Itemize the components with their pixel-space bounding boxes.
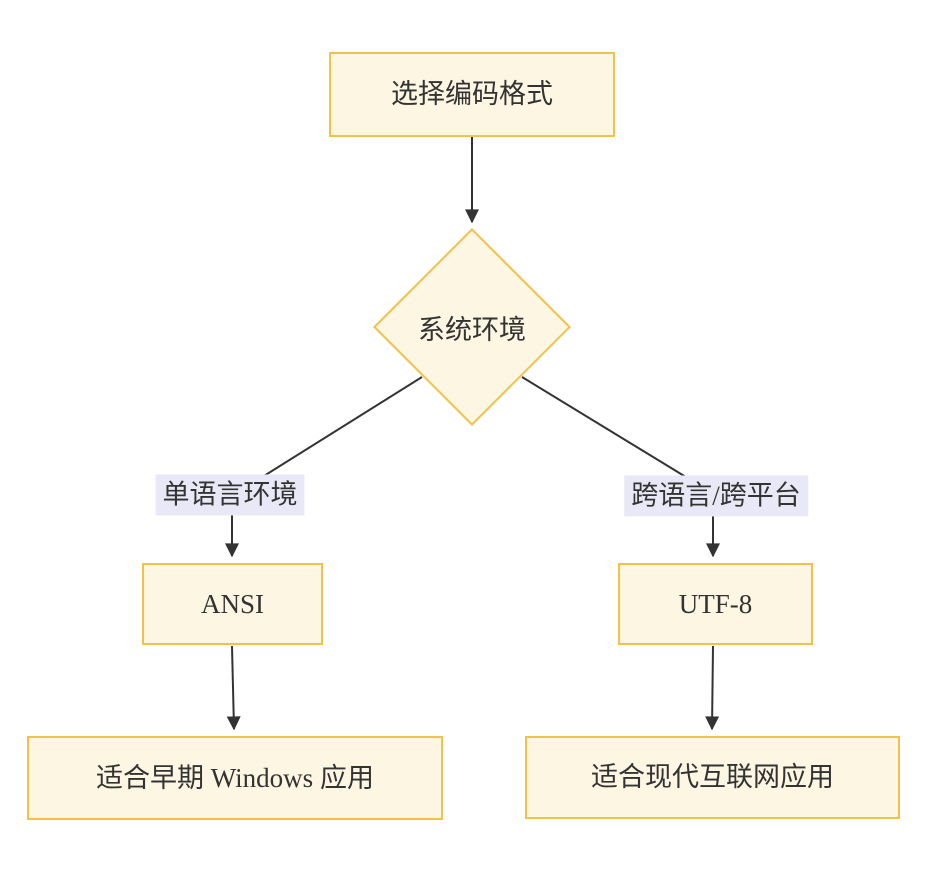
edge-decision-to-ansi [225, 376, 423, 558]
node-utf8-label: UTF-8 [678, 588, 753, 619]
node-utf8-result: 适合现代互联网应用 [525, 736, 900, 819]
node-ansi-result-label: 适合早期 Windows 应用 [96, 762, 374, 793]
node-start-label: 选择编码格式 [391, 79, 553, 110]
edge-label-left: 单语言环境 [155, 474, 305, 516]
edge-label-right: 跨语言/跨平台 [624, 475, 808, 517]
node-utf8-result-label: 适合现代互联网应用 [591, 762, 834, 793]
node-ansi-label: ANSI [200, 588, 264, 619]
node-decision: 系统环境 [372, 307, 572, 347]
edge-ansi-to-result [226, 645, 241, 731]
node-decision-label: 系统环境 [418, 314, 526, 345]
node-start: 选择编码格式 [329, 52, 615, 137]
node-utf8: UTF-8 [618, 563, 813, 645]
node-ansi: ANSI [142, 563, 323, 645]
edge-utf8-to-result [705, 645, 720, 731]
edge-label-left-text: 单语言环境 [162, 479, 298, 510]
edge-label-right-text: 跨语言/跨平台 [631, 480, 801, 511]
edge-decision-to-utf8 [521, 376, 720, 558]
node-ansi-result: 适合早期 Windows 应用 [27, 736, 443, 820]
